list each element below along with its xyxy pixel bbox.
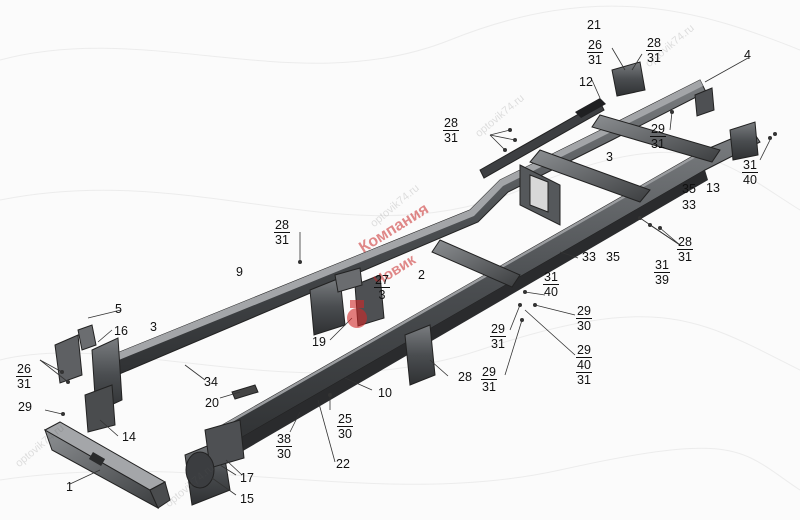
part-label-35-mid: 35: [606, 250, 620, 264]
callout-29-40-31: 29 40 31: [576, 343, 592, 387]
part-label-29: 29: [18, 400, 32, 414]
part-label-2: 2: [418, 268, 425, 282]
fasteners: [60, 110, 777, 416]
part-label-19: 19: [312, 335, 326, 349]
part-label-35-right: 35: [682, 182, 696, 196]
part-label-15: 15: [240, 492, 254, 506]
part-label-12: 12: [579, 75, 593, 89]
part-label-13: 13: [706, 181, 720, 195]
mid-spring-brackets: [309, 267, 436, 386]
leader-lines: [39, 47, 771, 496]
part-label-17: 17: [240, 471, 254, 485]
part-label-3-right: 3: [606, 150, 613, 164]
part-label-9: 9: [236, 265, 243, 279]
part-label-3-left: 3: [150, 320, 157, 334]
rear-cross-member: [43, 421, 171, 510]
part-label-5: 5: [115, 302, 122, 316]
part-label-4: 4: [744, 48, 751, 62]
front-brackets: [611, 61, 759, 161]
watermark-logo: [347, 300, 367, 328]
rear-right-brackets: [184, 419, 245, 506]
part-label-21: 21: [587, 18, 601, 32]
part-label-33-right: 33: [682, 198, 696, 212]
part-label-33-mid: 33: [582, 250, 596, 264]
rail-reinforcement: [479, 98, 606, 179]
part-label-34: 34: [204, 375, 218, 389]
plate-part: [231, 384, 259, 400]
part-label-14: 14: [122, 430, 136, 444]
part-label-1: 1: [66, 480, 73, 494]
part-label-10: 10: [378, 386, 392, 400]
part-label-16: 16: [114, 324, 128, 338]
rear-left-brackets: [54, 324, 123, 433]
part-label-20: 20: [205, 396, 219, 410]
part-label-28: 28: [458, 370, 472, 384]
cross-members: [431, 114, 721, 288]
part-label-22: 22: [336, 457, 350, 471]
